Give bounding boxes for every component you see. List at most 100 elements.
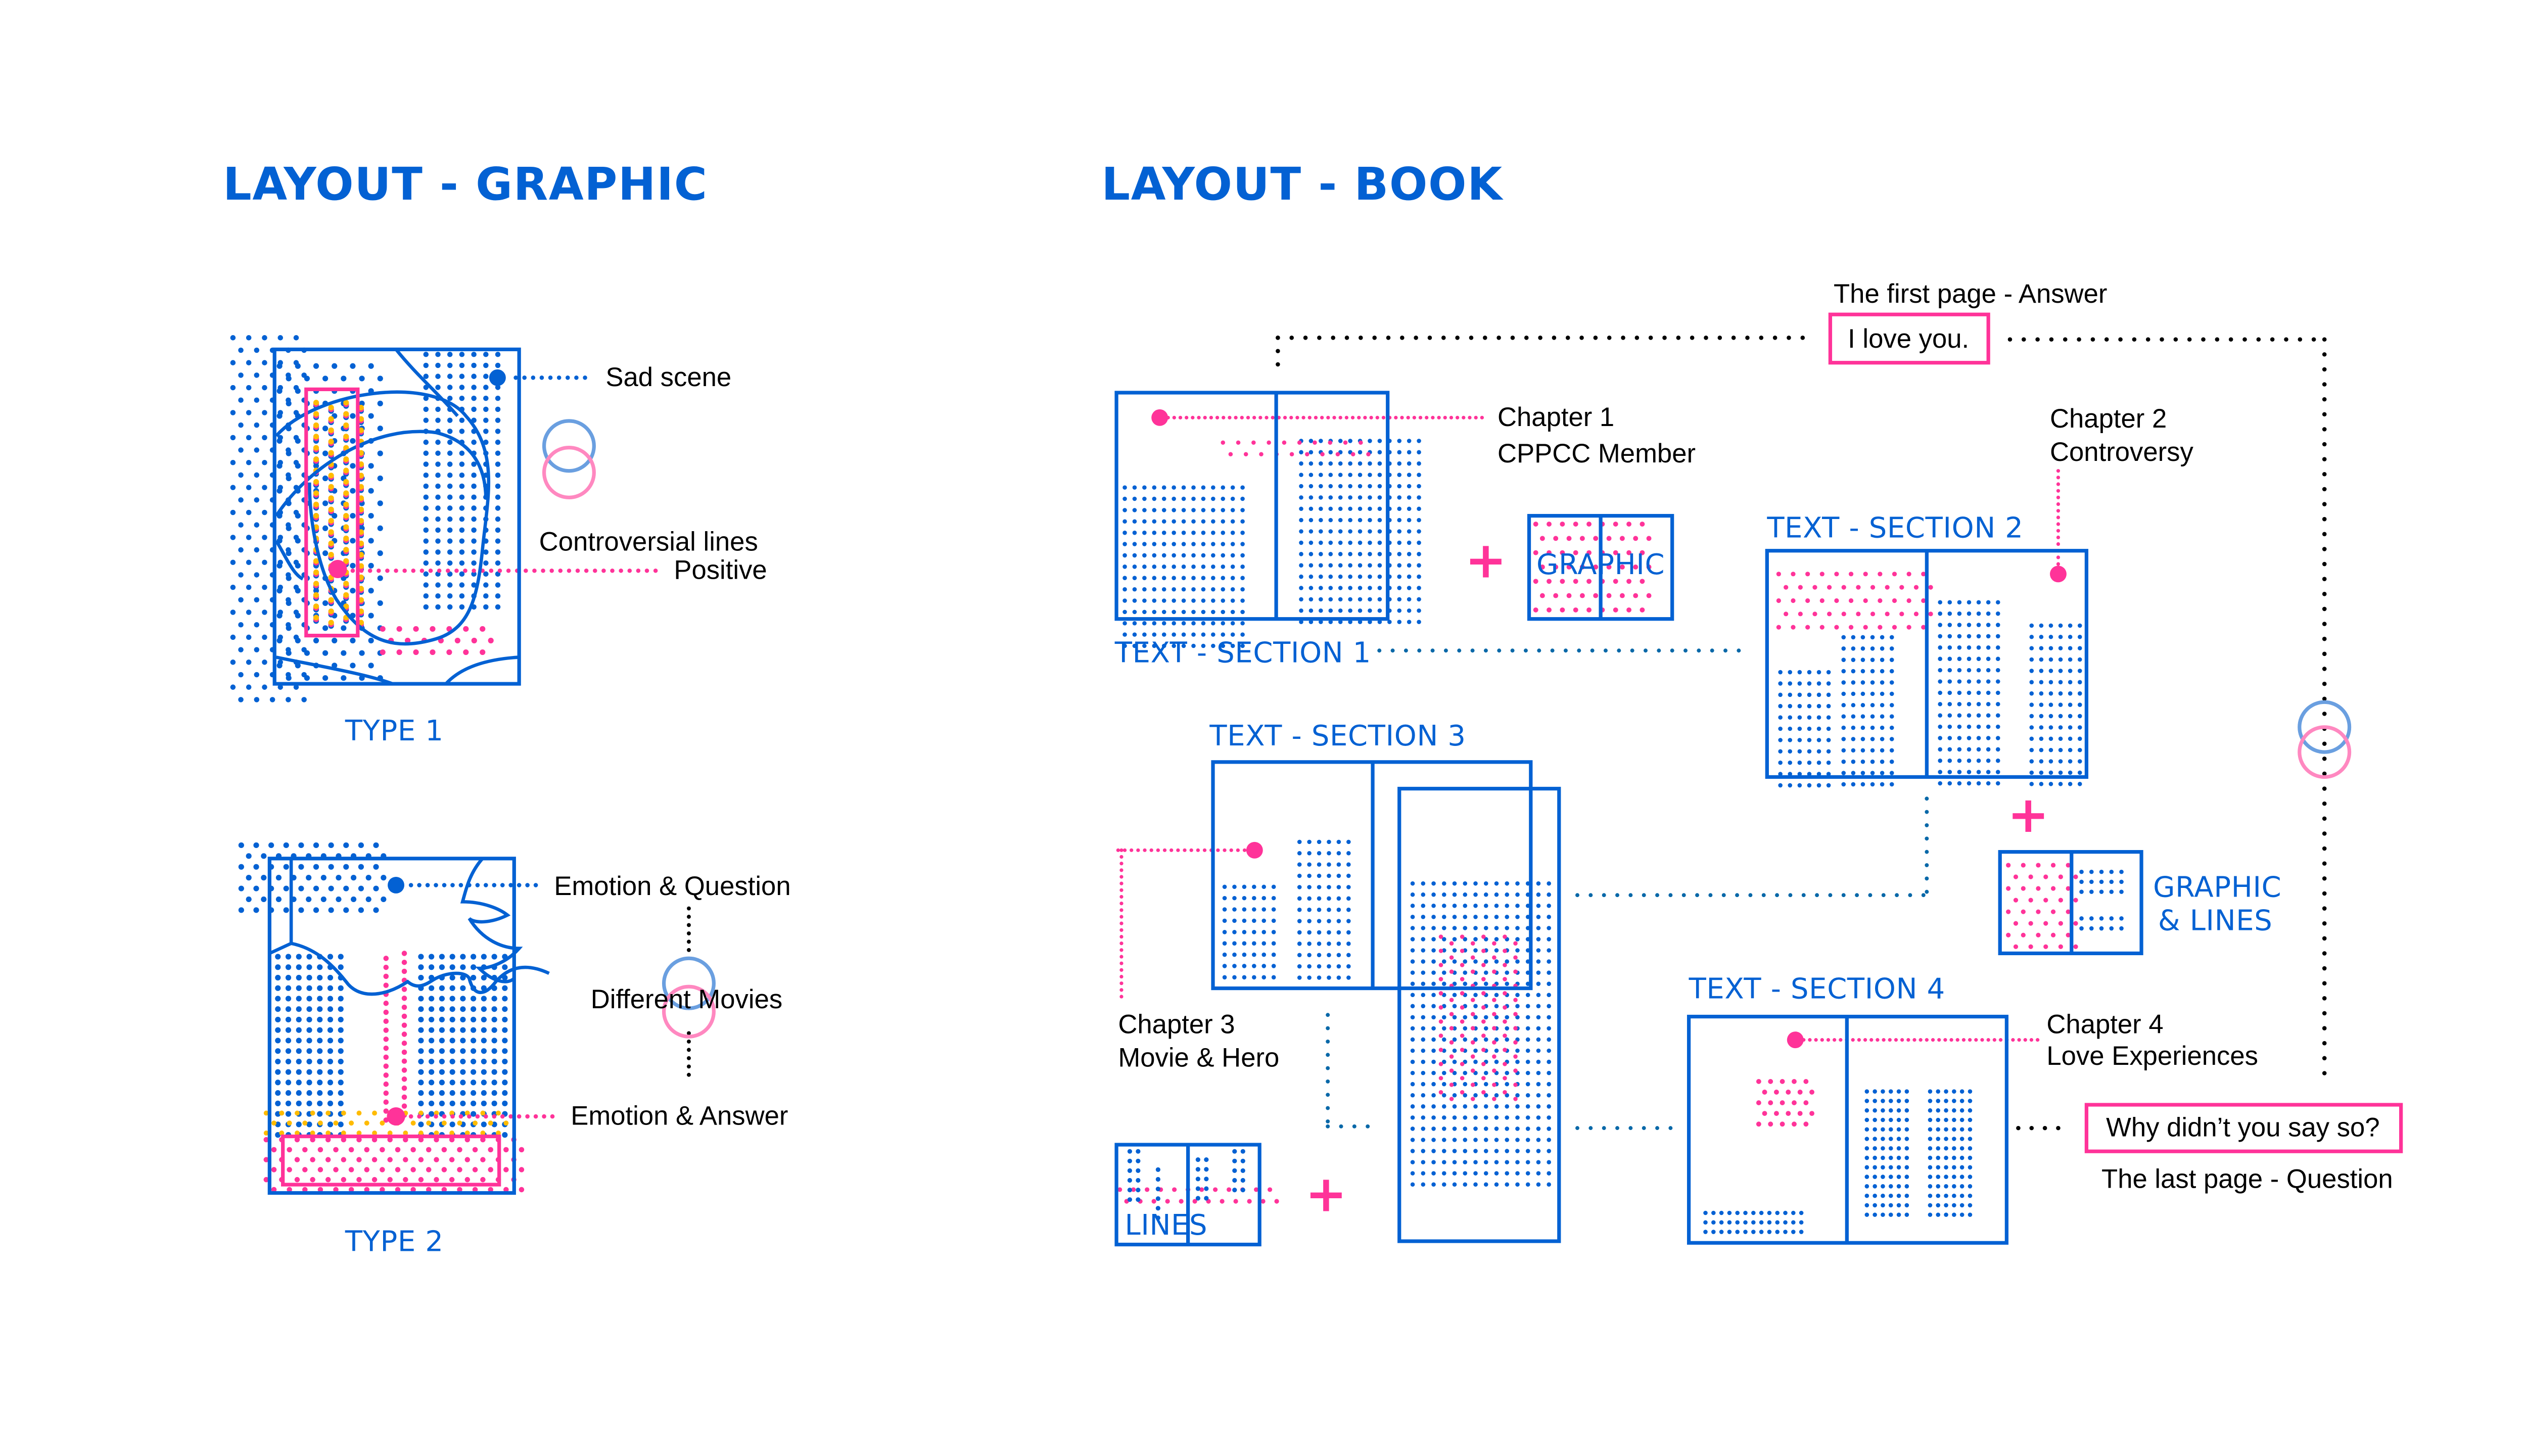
pattern-dot [1142, 598, 1147, 603]
pattern-dot [1328, 620, 1333, 624]
pattern-dot [343, 467, 349, 474]
pattern-dot [1122, 598, 1127, 603]
leader-dot [1617, 648, 1621, 653]
pattern-dot [1494, 1059, 1499, 1064]
pattern-dot [1473, 948, 1478, 953]
pattern-dot [1547, 1093, 1551, 1098]
pattern-dot [1201, 632, 1206, 637]
pattern-dot [1236, 440, 1241, 445]
pattern-dot [1122, 519, 1127, 524]
pattern-dot [1136, 1168, 1141, 1173]
pattern-dot [1880, 771, 1885, 775]
leader-dot [517, 1114, 522, 1119]
pattern-dot [325, 1157, 331, 1162]
pattern-dot [1952, 1175, 1956, 1179]
leader-dot [2104, 337, 2109, 342]
pattern-dot [246, 896, 252, 903]
pattern-dot [230, 660, 236, 665]
pattern-dot [1132, 519, 1137, 524]
pattern-dot [471, 582, 477, 588]
pattern-dot [471, 385, 477, 390]
pattern-dot [1252, 952, 1256, 957]
pattern-dot [447, 593, 453, 599]
pattern-dot [286, 525, 292, 531]
pattern-dot [1799, 1210, 1804, 1215]
pattern-dot [1473, 1149, 1478, 1153]
pattern-dot [1505, 1160, 1510, 1164]
leader-dot [1162, 848, 1167, 852]
pattern-dot [1240, 598, 1245, 603]
leader-dot [687, 915, 691, 919]
leader-dot [1289, 415, 1293, 419]
pattern-dot [488, 1167, 493, 1172]
pattern-dot [1368, 473, 1372, 477]
leader-dot [1276, 336, 1280, 340]
pattern-dot [1297, 873, 1302, 878]
pattern-dot [1896, 1117, 1901, 1122]
pattern-dot [1336, 907, 1341, 912]
pattern-dot [491, 1016, 497, 1023]
pattern-dot [1967, 611, 1972, 616]
pattern-dot [1640, 607, 1645, 613]
pattern-dot [296, 974, 302, 981]
pattern-dot [1127, 1197, 1133, 1202]
pattern-dot [1308, 506, 1314, 511]
pattern-dot [1873, 1184, 1877, 1189]
pattern-dot [1483, 1138, 1488, 1142]
leader-dot [1961, 1038, 1966, 1042]
pattern-dot [495, 395, 501, 401]
pattern-dot [1788, 681, 1793, 686]
pattern-dot [1211, 485, 1215, 490]
pattern-dot [1368, 620, 1372, 624]
pattern-dot [1452, 926, 1457, 930]
pattern-dot [1494, 915, 1499, 919]
leader-dot [2322, 681, 2327, 686]
leader-dot [2173, 337, 2178, 342]
pattern-dot [1560, 550, 1565, 555]
pattern-dot [435, 472, 441, 478]
pattern-dot [328, 608, 334, 615]
leader-dot [467, 1114, 472, 1119]
pattern-dot [246, 634, 252, 640]
pattern-dot [471, 395, 477, 401]
pattern-dot [364, 1167, 370, 1172]
leader-dot [636, 568, 641, 573]
pattern-dot [1525, 1138, 1530, 1142]
leader-dot [1344, 415, 1348, 419]
pattern-dot [1211, 609, 1215, 615]
pattern-dot [429, 1111, 435, 1117]
pattern-dot [1936, 1184, 1941, 1189]
pattern-dot [371, 1137, 378, 1143]
pattern-dot [1481, 963, 1486, 967]
pattern-dot [230, 335, 236, 341]
leader-dot [1538, 336, 1542, 340]
leader-dot [1326, 1106, 1330, 1110]
pattern-dot [2077, 669, 2082, 673]
pattern-dot [491, 1027, 497, 1033]
pattern-dot [1896, 1193, 1901, 1198]
pattern-dot [1778, 749, 1783, 754]
pattern-dot [1494, 993, 1499, 998]
pattern-dot [1799, 1230, 1804, 1234]
pattern-dot [238, 907, 244, 913]
pattern-dot [480, 1137, 486, 1143]
pattern-dot [1452, 1037, 1457, 1042]
pattern-dot [1328, 552, 1333, 556]
leader-dot [1326, 1013, 1330, 1017]
leader-dot [1955, 1038, 1959, 1042]
pattern-dot [2039, 702, 2044, 707]
type1-face-outline [274, 430, 488, 517]
pattern-dot [1438, 991, 1443, 996]
pattern-dot [313, 592, 319, 598]
pattern-dot [2036, 932, 2041, 937]
leader-dot [1143, 848, 1147, 852]
pattern-dot [1442, 981, 1446, 986]
leader-dot [434, 883, 438, 887]
pattern-dot [1410, 993, 1415, 998]
pattern-dot [1336, 885, 1341, 889]
pattern-dot [1232, 1178, 1237, 1183]
pattern-dot [1547, 970, 1551, 975]
pattern-dot [1533, 579, 1538, 584]
pattern-dot [2048, 725, 2053, 730]
pattern-dot [1410, 1093, 1415, 1098]
